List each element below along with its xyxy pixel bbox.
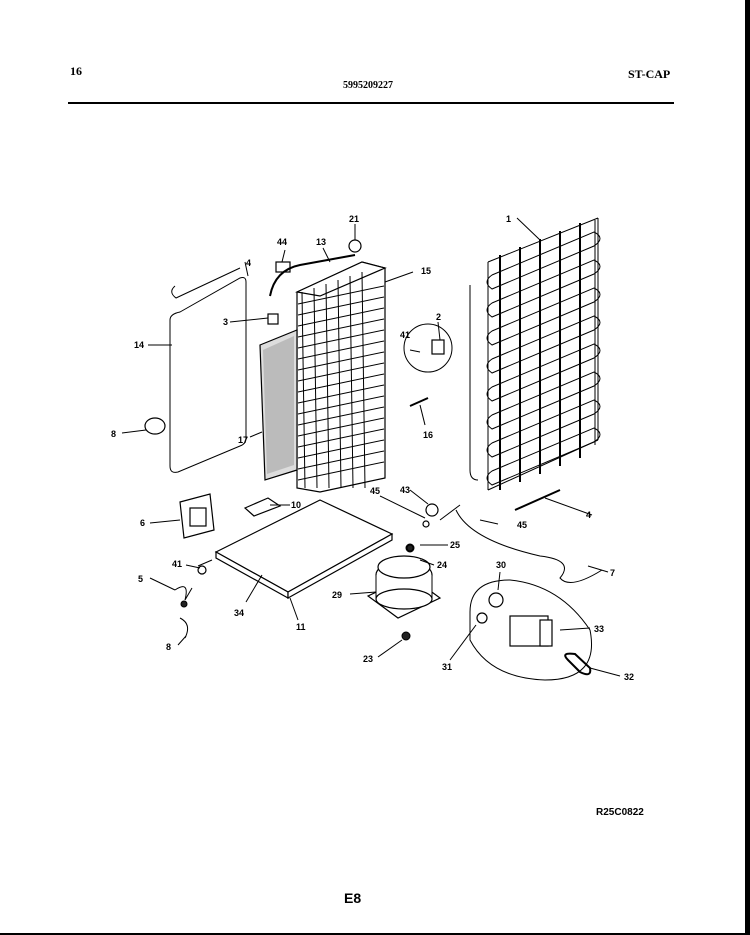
callout-29: 29: [332, 590, 342, 600]
evap-fin-row: [297, 428, 385, 448]
callout-17: 17: [238, 435, 248, 445]
callout-32: 32: [624, 672, 634, 682]
callout-labels: 1 2 3 4 4 5 6 7 8 8 10 11 13 14 15 16 17…: [111, 214, 634, 682]
callout-11: 11: [296, 622, 306, 632]
callout-45-left: 45: [370, 486, 380, 496]
callout-33: 33: [594, 624, 604, 634]
filter-pad: [259, 329, 298, 481]
callout-4-top: 4: [246, 258, 251, 268]
evap-fin-row: [297, 417, 385, 437]
callout-5: 5: [138, 574, 143, 584]
coil-loop: [486, 343, 601, 402]
coil-loop: [486, 287, 601, 346]
compressor: [366, 543, 442, 641]
page-code: E8: [344, 890, 362, 906]
callout-45-right: 45: [517, 520, 527, 530]
callout-3: 3: [223, 317, 228, 327]
evap-fin-row: [297, 406, 385, 426]
evap-fin-row: [297, 461, 385, 481]
callout-10: 10: [291, 500, 301, 510]
evap-fin-row: [297, 450, 385, 470]
callout-2: 2: [436, 312, 441, 322]
header-rule: [68, 102, 674, 104]
callout-8-left: 8: [111, 429, 116, 439]
part-number: 5995209227: [343, 80, 393, 91]
callout-34: 34: [234, 608, 244, 618]
callout-23: 23: [363, 654, 373, 664]
coil-loop: [486, 371, 601, 430]
evap-fin-row: [297, 307, 385, 327]
callout-7: 7: [610, 568, 615, 578]
model-code: ST-CAP: [628, 67, 671, 81]
evap-fin-column: [349, 275, 354, 489]
wires: [174, 565, 207, 639]
base-plate: [197, 497, 394, 600]
callout-43: 43: [400, 485, 410, 495]
evap-fin-row: [297, 439, 385, 459]
callout-4-right: 4: [586, 510, 591, 520]
callout-44: 44: [277, 237, 287, 247]
coil-loop: [486, 231, 601, 290]
callout-15: 15: [421, 266, 431, 276]
evap-fin-row: [297, 296, 385, 316]
callout-13: 13: [316, 237, 326, 247]
coil-loop: [486, 259, 601, 318]
coil-loop: [486, 427, 601, 486]
evap-fin-column: [361, 271, 366, 489]
evap-fin-row: [297, 395, 385, 415]
page-number: 16: [70, 64, 82, 78]
coil-loop: [486, 315, 601, 374]
callout-30: 30: [496, 560, 506, 570]
evap-fin-row: [297, 384, 385, 404]
callout-21: 21: [349, 214, 359, 224]
diagram-id: R25C0822: [596, 807, 644, 818]
electrical-assembly: [469, 579, 592, 681]
callout-25: 25: [450, 540, 460, 550]
callout-8-bottom: 8: [166, 642, 171, 652]
evap-fin-column: [337, 279, 342, 489]
leader-lines: [121, 217, 621, 677]
callout-41-top: 41: [400, 330, 410, 340]
tubing: [406, 489, 603, 583]
evap-fin-row: [297, 340, 385, 360]
coil-loop: [486, 399, 601, 458]
evap-fin-row: [297, 351, 385, 371]
callout-1: 1: [506, 214, 511, 224]
evaporator-grid: [295, 261, 387, 493]
callout-14: 14: [134, 340, 144, 350]
callout-41-bottom: 41: [172, 559, 182, 569]
callout-16: 16: [423, 430, 433, 440]
callout-6: 6: [140, 518, 145, 528]
evap-fin-row: [297, 362, 385, 382]
evap-fin-row: [297, 329, 385, 349]
evap-fin-row: [297, 318, 385, 338]
callout-24: 24: [437, 560, 447, 570]
small-parts: [144, 239, 453, 435]
bracket: [179, 493, 215, 539]
evap-fin-row: [297, 373, 385, 393]
panel: [169, 261, 249, 473]
evap-fin-row: [297, 285, 385, 305]
callout-31: 31: [442, 662, 452, 672]
condenser-coil: [469, 217, 601, 491]
